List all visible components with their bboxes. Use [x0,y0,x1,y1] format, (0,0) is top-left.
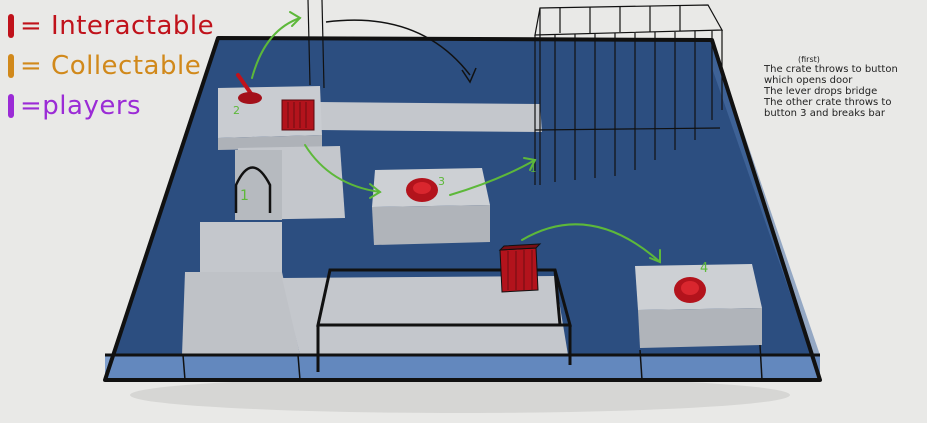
step-label-center-button: 3 [438,175,445,188]
button-platform-center [372,168,490,245]
step-label-lever: 2 [233,104,240,117]
legend: = Interactable = Collectable =players [8,6,214,126]
bridge-top [318,102,542,132]
legend-swatch-players [8,94,14,118]
step-label-cage: 1 [530,164,536,175]
notes: (first) The crate throws to button which… [764,55,924,119]
notes-line: which opens door [764,75,924,86]
ground-shadow [130,377,790,413]
button-right[interactable] [674,277,706,303]
legend-swatch-interactable [8,14,14,38]
step-label-right-button: 4 [700,261,708,276]
legend-item-players: =players [8,86,214,126]
notes-line: The other crate throws to [764,97,924,108]
notes-line: The lever drops bridge [764,86,924,97]
button-center[interactable] [406,178,438,202]
lever-base[interactable] [238,92,262,104]
crate-top[interactable] [282,100,314,130]
legend-swatch-collectable [8,54,14,78]
legend-item-interactable: = Interactable [8,6,214,46]
legend-label-players: =players [20,91,141,121]
crate-middle[interactable] [500,244,540,292]
step-label-door: 1 [240,188,249,204]
notes-line: The crate throws to button [764,64,924,75]
legend-label-collectable: = Collectable [20,51,201,81]
button-platform-right [635,264,762,348]
legend-label-interactable: = Interactable [20,11,214,41]
walkway-vertical [235,146,345,220]
notes-line: button 3 and breaks bar [764,108,924,119]
notes-superscript: (first) [798,55,924,64]
tank-front-wall [105,355,820,380]
legend-item-collectable: = Collectable [8,46,214,86]
